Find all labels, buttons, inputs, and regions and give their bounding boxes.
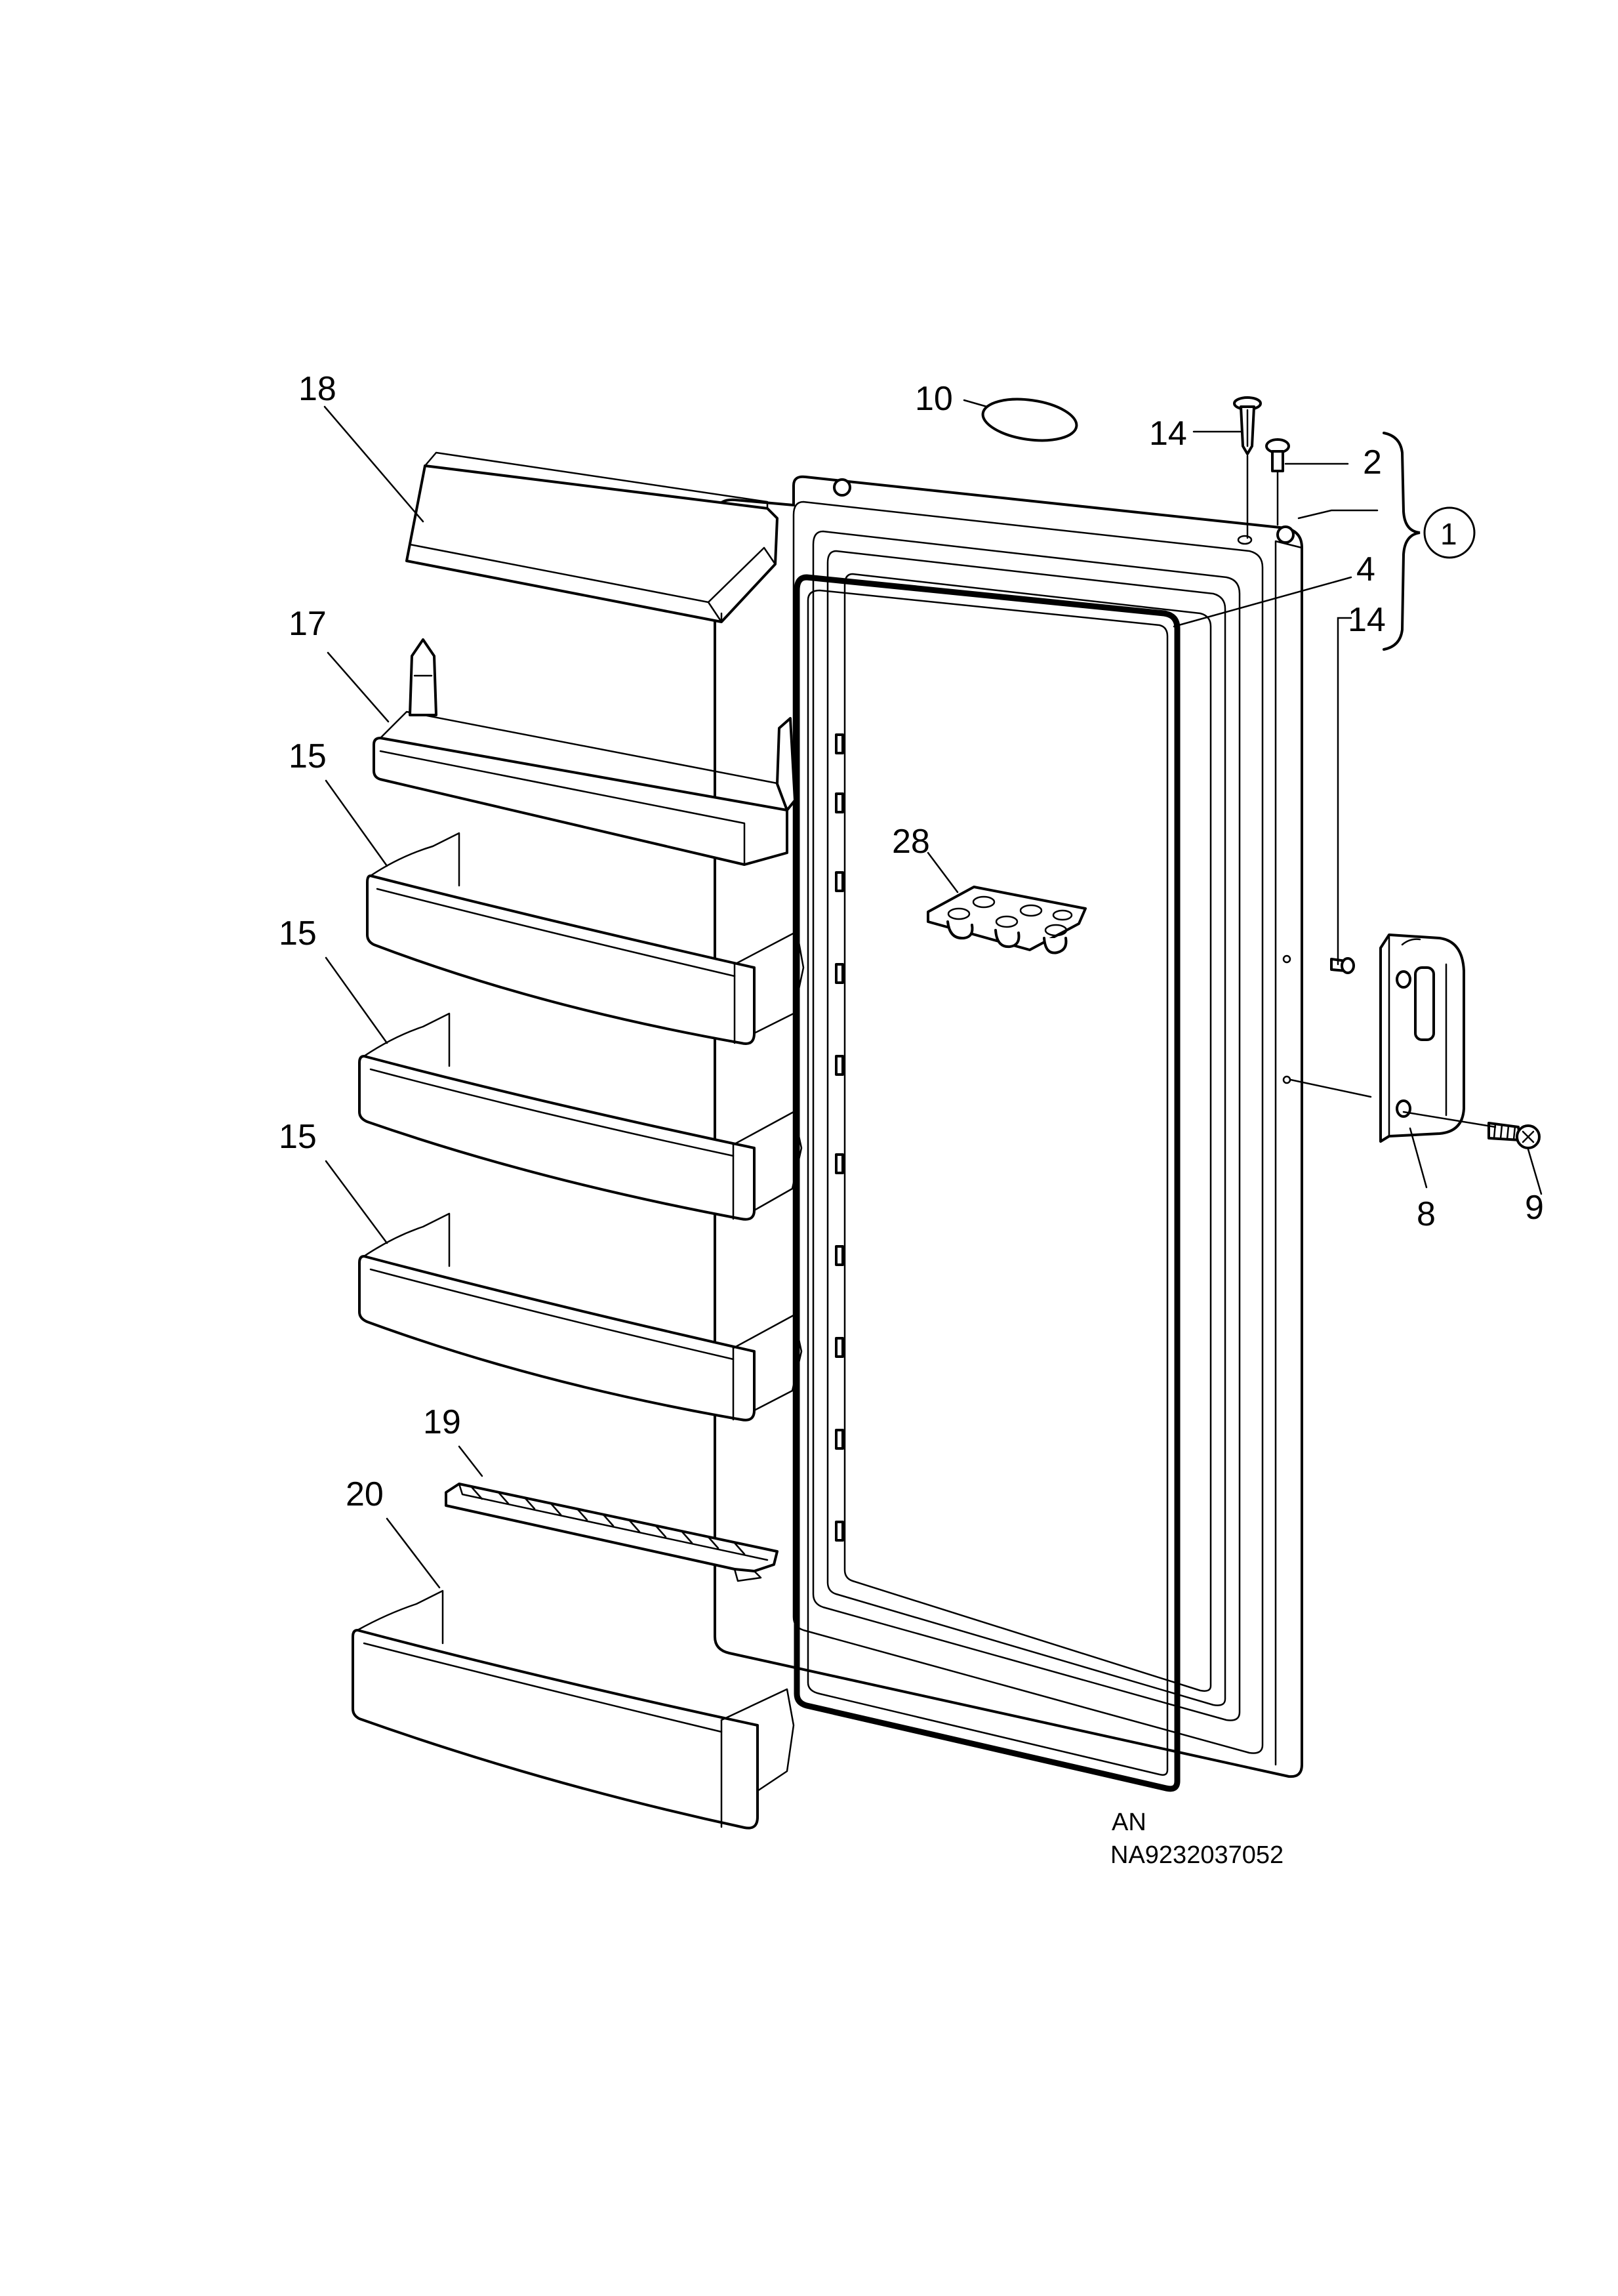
assembly-callout-circle xyxy=(1423,506,1476,559)
leader-18 xyxy=(323,405,424,523)
liner-slot xyxy=(835,1153,844,1174)
leader-28 xyxy=(927,851,959,893)
upper-door-shelf xyxy=(373,638,796,866)
leader-4 xyxy=(1173,576,1352,628)
door-handle xyxy=(1379,933,1465,1143)
callout-15-c: 15 xyxy=(279,1118,317,1156)
assembly-bracket xyxy=(1383,432,1421,651)
door-corner-cap-right xyxy=(1276,525,1295,544)
door-assembly xyxy=(714,475,1303,1792)
door-liner-inner-1 xyxy=(812,530,1241,1721)
shelf-hook-left xyxy=(409,638,437,716)
door-liner-outline xyxy=(792,501,1264,1754)
door-corner-cap-left xyxy=(833,478,851,497)
leader-9 xyxy=(1402,1111,1497,1128)
liner-slot xyxy=(835,963,844,984)
callout-2: 2 xyxy=(1363,443,1382,482)
liner-shelf-slots xyxy=(835,733,844,1542)
liner-slot xyxy=(835,1429,844,1450)
bottom-door-bin xyxy=(352,1589,795,1830)
leader-8 xyxy=(1409,1127,1428,1189)
callout-14-side: 14 xyxy=(1348,601,1386,639)
leader-lines xyxy=(323,399,1543,1589)
callout-8: 8 xyxy=(1417,1195,1436,1233)
door-edge xyxy=(1274,540,1303,1766)
oval-badge xyxy=(981,398,1078,442)
leader-20 xyxy=(386,1517,441,1589)
callout-labels: 18 17 15 15 15 19 20 10 14 2 1 4 14 28 8… xyxy=(279,370,1544,1513)
leader-19 xyxy=(458,1445,483,1477)
door-liner-inner-2 xyxy=(826,550,1226,1706)
callout-14-top: 14 xyxy=(1149,415,1187,453)
leader-1 xyxy=(1297,509,1379,520)
liner-slot xyxy=(835,792,844,813)
shelf-hook-right xyxy=(776,717,796,811)
callout-15-b: 15 xyxy=(279,914,317,953)
door-gasket xyxy=(794,574,1181,1792)
leader-17 xyxy=(327,651,390,723)
hinge-pin xyxy=(1265,438,1290,472)
door-shelf-b xyxy=(358,1012,803,1221)
leader-15c xyxy=(325,1160,388,1244)
callout-4: 4 xyxy=(1356,550,1375,588)
liner-slot xyxy=(835,1337,844,1358)
dairy-compartment-cover xyxy=(405,451,779,623)
push-pin-top xyxy=(1233,396,1262,455)
callout-9: 9 xyxy=(1525,1189,1544,1227)
liner-slot xyxy=(835,733,844,754)
leader-14b xyxy=(1337,617,1352,966)
handle-hole-upper xyxy=(1282,954,1291,964)
leader-15a xyxy=(325,779,388,867)
leader-handle-hole xyxy=(1289,1078,1372,1098)
callout-28: 28 xyxy=(892,823,930,861)
small-screw xyxy=(1330,957,1355,974)
callout-20: 20 xyxy=(346,1475,384,1513)
leader-9-label xyxy=(1527,1148,1543,1195)
callout-1: 1 xyxy=(1440,517,1457,551)
grid-shelf xyxy=(445,1483,779,1582)
door-outer-panel xyxy=(714,475,1303,1778)
hinge-hole xyxy=(1237,535,1253,545)
callout-10: 10 xyxy=(915,380,953,418)
door-gasket-inner xyxy=(807,589,1169,1776)
callout-19: 19 xyxy=(423,1403,461,1441)
drawing-number: NA9232037052 xyxy=(1110,1841,1284,1869)
liner-slot xyxy=(835,1055,844,1076)
liner-slot xyxy=(835,871,844,892)
callout-17: 17 xyxy=(289,605,327,643)
egg-tray xyxy=(927,886,1087,954)
variant-code: AN xyxy=(1112,1809,1146,1836)
leader-10 xyxy=(963,399,988,408)
liner-slot xyxy=(835,1245,844,1266)
leader-15b xyxy=(325,956,388,1044)
liner-slot xyxy=(835,1521,844,1542)
callout-18: 18 xyxy=(298,370,336,408)
door-shelf-a xyxy=(366,832,805,1045)
handle-screw xyxy=(1487,1122,1541,1149)
door-shelf-c xyxy=(358,1212,803,1422)
callout-15-a: 15 xyxy=(289,737,327,775)
